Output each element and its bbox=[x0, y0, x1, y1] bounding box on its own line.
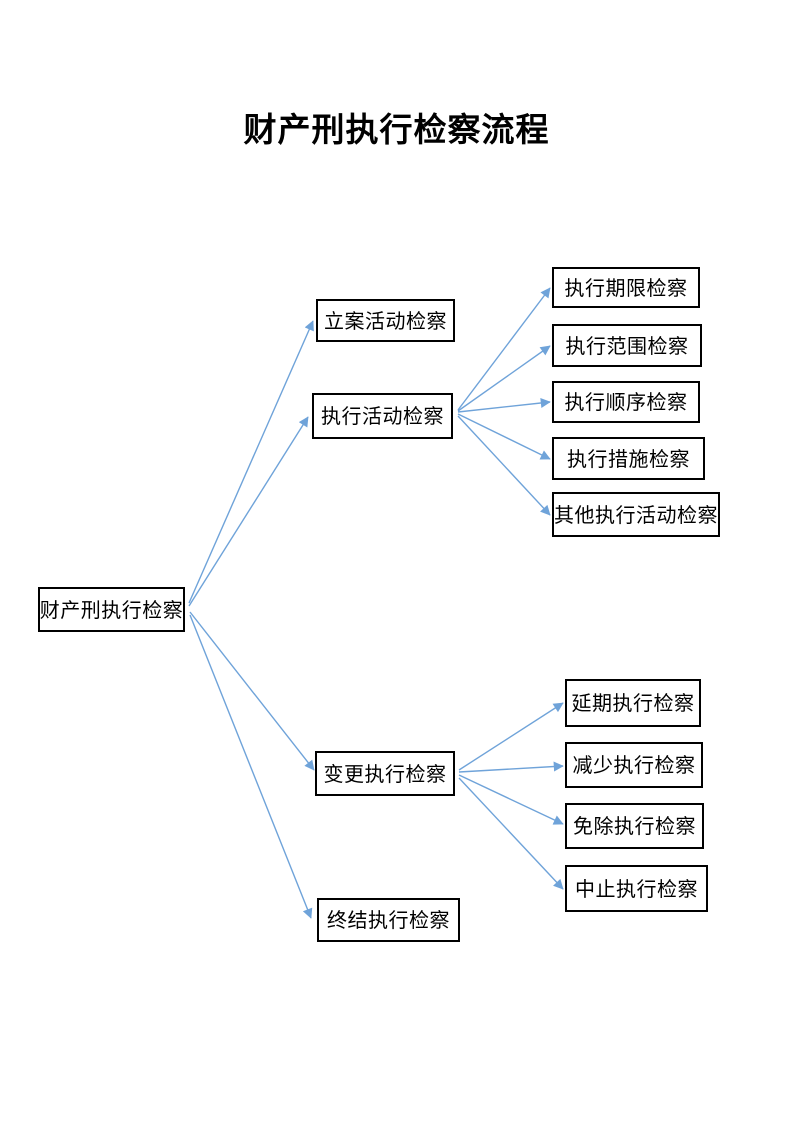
page-title: 财产刑执行检察流程 bbox=[243, 110, 550, 149]
node-reduce-execution: 减少执行检察 bbox=[565, 742, 703, 788]
arrow-execution-to-measures bbox=[457, 413, 551, 460]
arrow-execution-to-scope bbox=[457, 345, 551, 412]
node-execution-scope: 执行范围检察 bbox=[552, 324, 702, 367]
arrow-root-to-case-filing bbox=[188, 320, 314, 604]
arrow-change-to-postpone bbox=[458, 702, 564, 771]
arrow-change-to-exempt bbox=[458, 774, 564, 825]
arrow-execution-to-deadline bbox=[457, 287, 551, 411]
node-case-filing: 立案活动检察 bbox=[316, 299, 455, 342]
node-execution-order: 执行顺序检察 bbox=[552, 381, 700, 423]
node-postpone-execution: 延期执行检察 bbox=[565, 679, 701, 727]
node-execution-activity: 执行活动检察 bbox=[312, 393, 453, 439]
arrow-root-to-change-execution bbox=[189, 611, 315, 771]
node-other-execution-activity: 其他执行活动检察 bbox=[552, 492, 720, 537]
arrow-root-to-termination-execution bbox=[189, 614, 313, 919]
arrow-execution-to-order bbox=[457, 398, 551, 413]
arrow-change-to-reduce bbox=[458, 761, 564, 773]
node-change-execution: 变更执行检察 bbox=[315, 751, 455, 796]
node-termination-execution: 终结执行检察 bbox=[317, 898, 460, 942]
node-suspend-execution: 中止执行检察 bbox=[565, 865, 708, 912]
node-execution-measures: 执行措施检察 bbox=[552, 437, 705, 480]
node-exempt-execution: 免除执行检察 bbox=[565, 803, 704, 849]
arrow-execution-to-other bbox=[457, 415, 551, 516]
arrow-change-to-suspend bbox=[458, 777, 564, 890]
node-execution-deadline: 执行期限检察 bbox=[552, 267, 700, 308]
node-root: 财产刑执行检察 bbox=[38, 587, 185, 632]
arrow-root-to-execution-activity bbox=[188, 416, 309, 607]
